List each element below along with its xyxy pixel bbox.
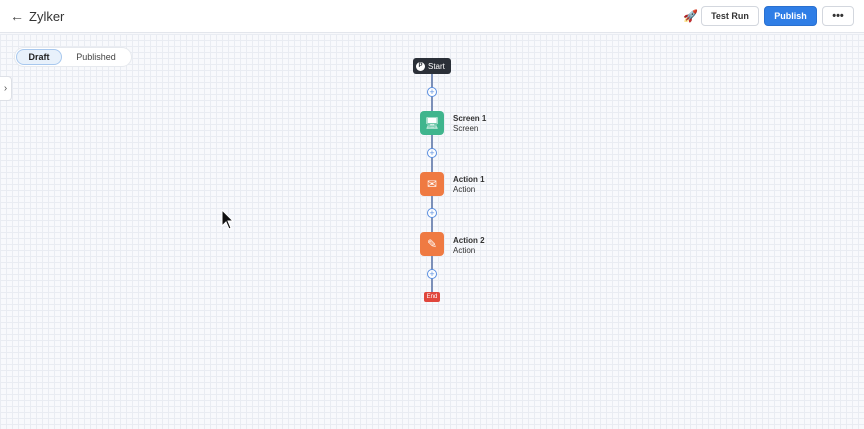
edit-action-icon[interactable]: ✎ — [420, 232, 444, 256]
draft-published-toggle: Draft Published — [14, 47, 132, 67]
add-step-button[interactable]: + — [427, 269, 437, 279]
tab-published[interactable]: Published — [76, 52, 116, 62]
test-run-button[interactable]: Test Run — [701, 6, 759, 26]
mail-action-icon[interactable]: ✉ — [420, 172, 444, 196]
expand-sidebar-button[interactable]: › — [0, 76, 12, 101]
rocket-icon[interactable]: 🚀 — [683, 9, 698, 23]
node-name: Screen 1 — [453, 114, 487, 123]
node-type: Action — [453, 246, 476, 255]
more-options-button[interactable]: ••• — [822, 6, 854, 26]
add-step-button[interactable]: + — [427, 87, 437, 97]
node-type: Action — [453, 185, 476, 194]
back-arrow-icon[interactable]: ← — [10, 8, 24, 24]
add-step-button[interactable]: + — [427, 208, 437, 218]
mouse-cursor-icon — [221, 209, 235, 230]
node-name: Action 2 — [453, 236, 485, 245]
publish-button[interactable]: Publish — [764, 6, 817, 26]
start-label: Start — [428, 61, 445, 71]
app-title: Zylker — [29, 9, 65, 24]
add-step-button[interactable]: + — [427, 148, 437, 158]
node-name: Action 1 — [453, 175, 485, 184]
node-type: Screen — [453, 124, 479, 133]
end-node: End — [424, 292, 440, 302]
chevron-right-icon: › — [3, 83, 8, 94]
start-icon: P — [416, 61, 425, 71]
screen-node-icon[interactable]: 🖥 — [420, 111, 444, 135]
header: ← Zylker 🚀 Test Run Publish ••• — [0, 0, 864, 33]
tab-draft[interactable]: Draft — [16, 49, 62, 65]
